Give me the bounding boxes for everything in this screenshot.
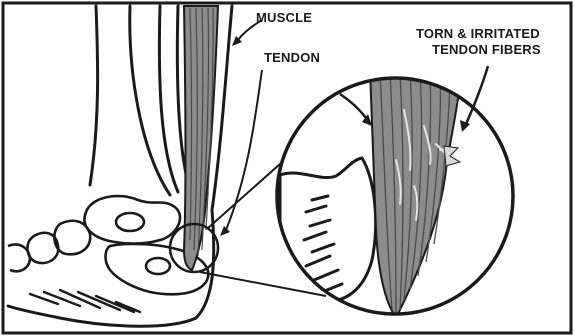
joint-oval-1	[116, 213, 144, 231]
cuneiform-bone	[27, 233, 58, 263]
navicular-bone	[54, 221, 90, 254]
label-muscle: MUSCLE	[256, 10, 312, 25]
label-torn-line2: TENDON FIBERS	[432, 42, 541, 57]
label-tendon: TENDON	[264, 50, 320, 65]
fibula-front-edge	[159, 6, 178, 192]
talus-bone	[84, 196, 180, 243]
tibia-back-edge	[130, 6, 170, 195]
joint-oval-2	[146, 258, 170, 274]
label-torn-line1: TORN & IRRITATED	[416, 26, 540, 41]
magnified-view	[270, 70, 530, 330]
tibia-front-edge	[90, 6, 98, 185]
sole-fat-pad	[30, 290, 140, 312]
magnified-bone-section	[280, 158, 376, 301]
metatarsal-bone	[8, 245, 30, 272]
tendon-pointer-arrowhead	[220, 226, 230, 236]
foot-bones	[8, 196, 208, 294]
